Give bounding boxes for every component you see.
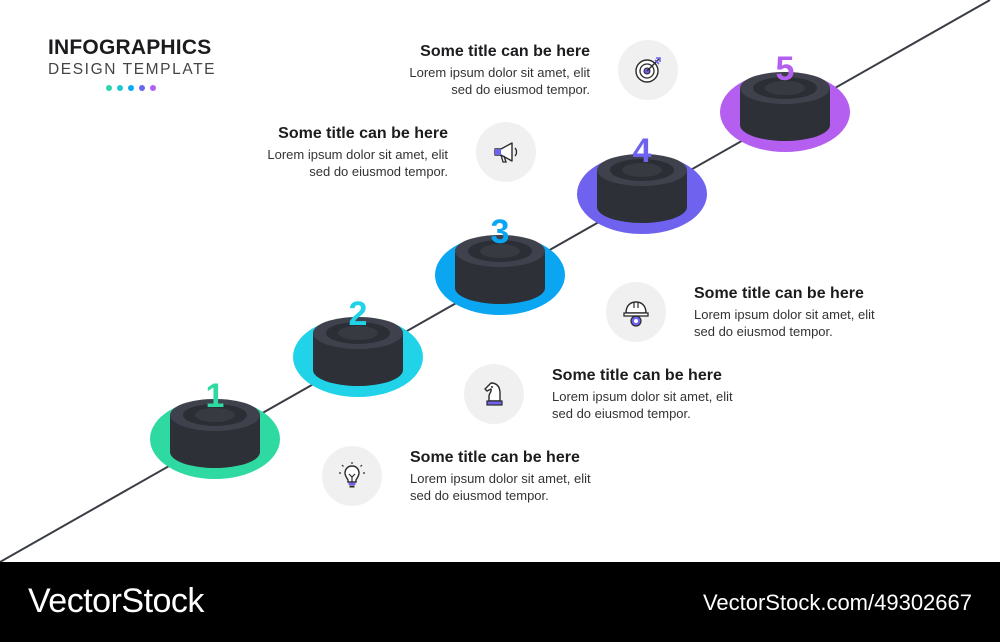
step-2: 2 xyxy=(293,295,423,400)
step-4-text: Some title can be here Lorem ipsum dolor… xyxy=(218,124,448,180)
footer-url: VectorStock.com/49302667 xyxy=(702,590,972,615)
step-4: 4 xyxy=(577,132,707,237)
infographic-canvas: INFOGRAPHICS DESIGN TEMPLATE 1 2 xyxy=(0,0,991,562)
step-4-title: Some title can be here xyxy=(278,125,448,142)
footer-brand: VectorStock xyxy=(28,582,204,620)
step-4-number: 4 xyxy=(632,132,652,170)
step-4-puck xyxy=(577,154,707,234)
step-3-puck xyxy=(435,235,565,315)
step-2-number: 2 xyxy=(348,295,368,333)
megaphone-icon xyxy=(494,142,518,163)
lightbulb-icon xyxy=(339,462,365,488)
footer-bar: VectorStock VectorStock.com/49302667 xyxy=(0,562,1000,642)
step-1-text: Some title can be here Lorem ipsum dolor… xyxy=(410,448,640,504)
step-5: 5 xyxy=(720,50,850,155)
step-1-number: 1 xyxy=(205,377,225,415)
header-dot xyxy=(106,85,112,91)
step-1-icon-badge xyxy=(322,446,382,506)
engineer-helmet-icon xyxy=(623,301,649,327)
step-5-description-line-1: Lorem ipsum dolor sit amet, elit xyxy=(409,65,590,80)
chess-knight-icon xyxy=(484,382,503,406)
header-dots xyxy=(106,85,216,91)
step-2-description-line-1: Lorem ipsum dolor sit amet, elit xyxy=(552,389,733,404)
header-subtitle: DESIGN TEMPLATE xyxy=(48,61,217,78)
step-3-description-line-1: Lorem ipsum dolor sit amet, elit xyxy=(694,307,875,322)
step-2-text: Some title can be here Lorem ipsum dolor… xyxy=(552,366,782,422)
step-1-title: Some title can be here xyxy=(410,449,580,466)
step-3-title: Some title can be here xyxy=(694,285,864,302)
step-1-description-line-1: Lorem ipsum dolor sit amet, elit xyxy=(410,471,591,486)
header-dot xyxy=(117,85,123,91)
step-1: 1 xyxy=(150,377,280,482)
step-3-description-line-2: sed do eiusmod tempor. xyxy=(694,324,833,339)
target-icon xyxy=(635,57,661,83)
step-2-icon-badge xyxy=(464,364,524,424)
step-2-description-line-2: sed do eiusmod tempor. xyxy=(552,406,691,421)
step-4-icon-badge xyxy=(476,122,536,182)
step-1-description-line-2: sed do eiusmod tempor. xyxy=(410,488,549,503)
step-3-number: 3 xyxy=(490,213,510,251)
step-5-icon-badge xyxy=(618,40,678,100)
step-5-number: 5 xyxy=(775,50,795,88)
header: INFOGRAPHICS DESIGN TEMPLATE xyxy=(48,36,216,91)
step-1-puck xyxy=(150,399,280,479)
header-dot xyxy=(139,85,145,91)
step-5-puck xyxy=(720,72,850,152)
step-4-description-line-1: Lorem ipsum dolor sit amet, elit xyxy=(267,147,448,162)
step-3-icon-badge xyxy=(606,282,666,342)
header-title: INFOGRAPHICS xyxy=(48,36,212,59)
step-2-title: Some title can be here xyxy=(552,367,722,384)
step-2-puck xyxy=(293,317,423,397)
step-5-text: Some title can be here Lorem ipsum dolor… xyxy=(360,42,590,98)
step-5-description-line-2: sed do eiusmod tempor. xyxy=(451,82,590,97)
step-3: 3 xyxy=(435,213,565,318)
step-3-text: Some title can be here Lorem ipsum dolor… xyxy=(694,284,924,340)
step-5-title: Some title can be here xyxy=(420,43,590,60)
header-dot xyxy=(128,85,134,91)
step-4-description-line-2: sed do eiusmod tempor. xyxy=(309,164,448,179)
header-dot xyxy=(150,85,156,91)
